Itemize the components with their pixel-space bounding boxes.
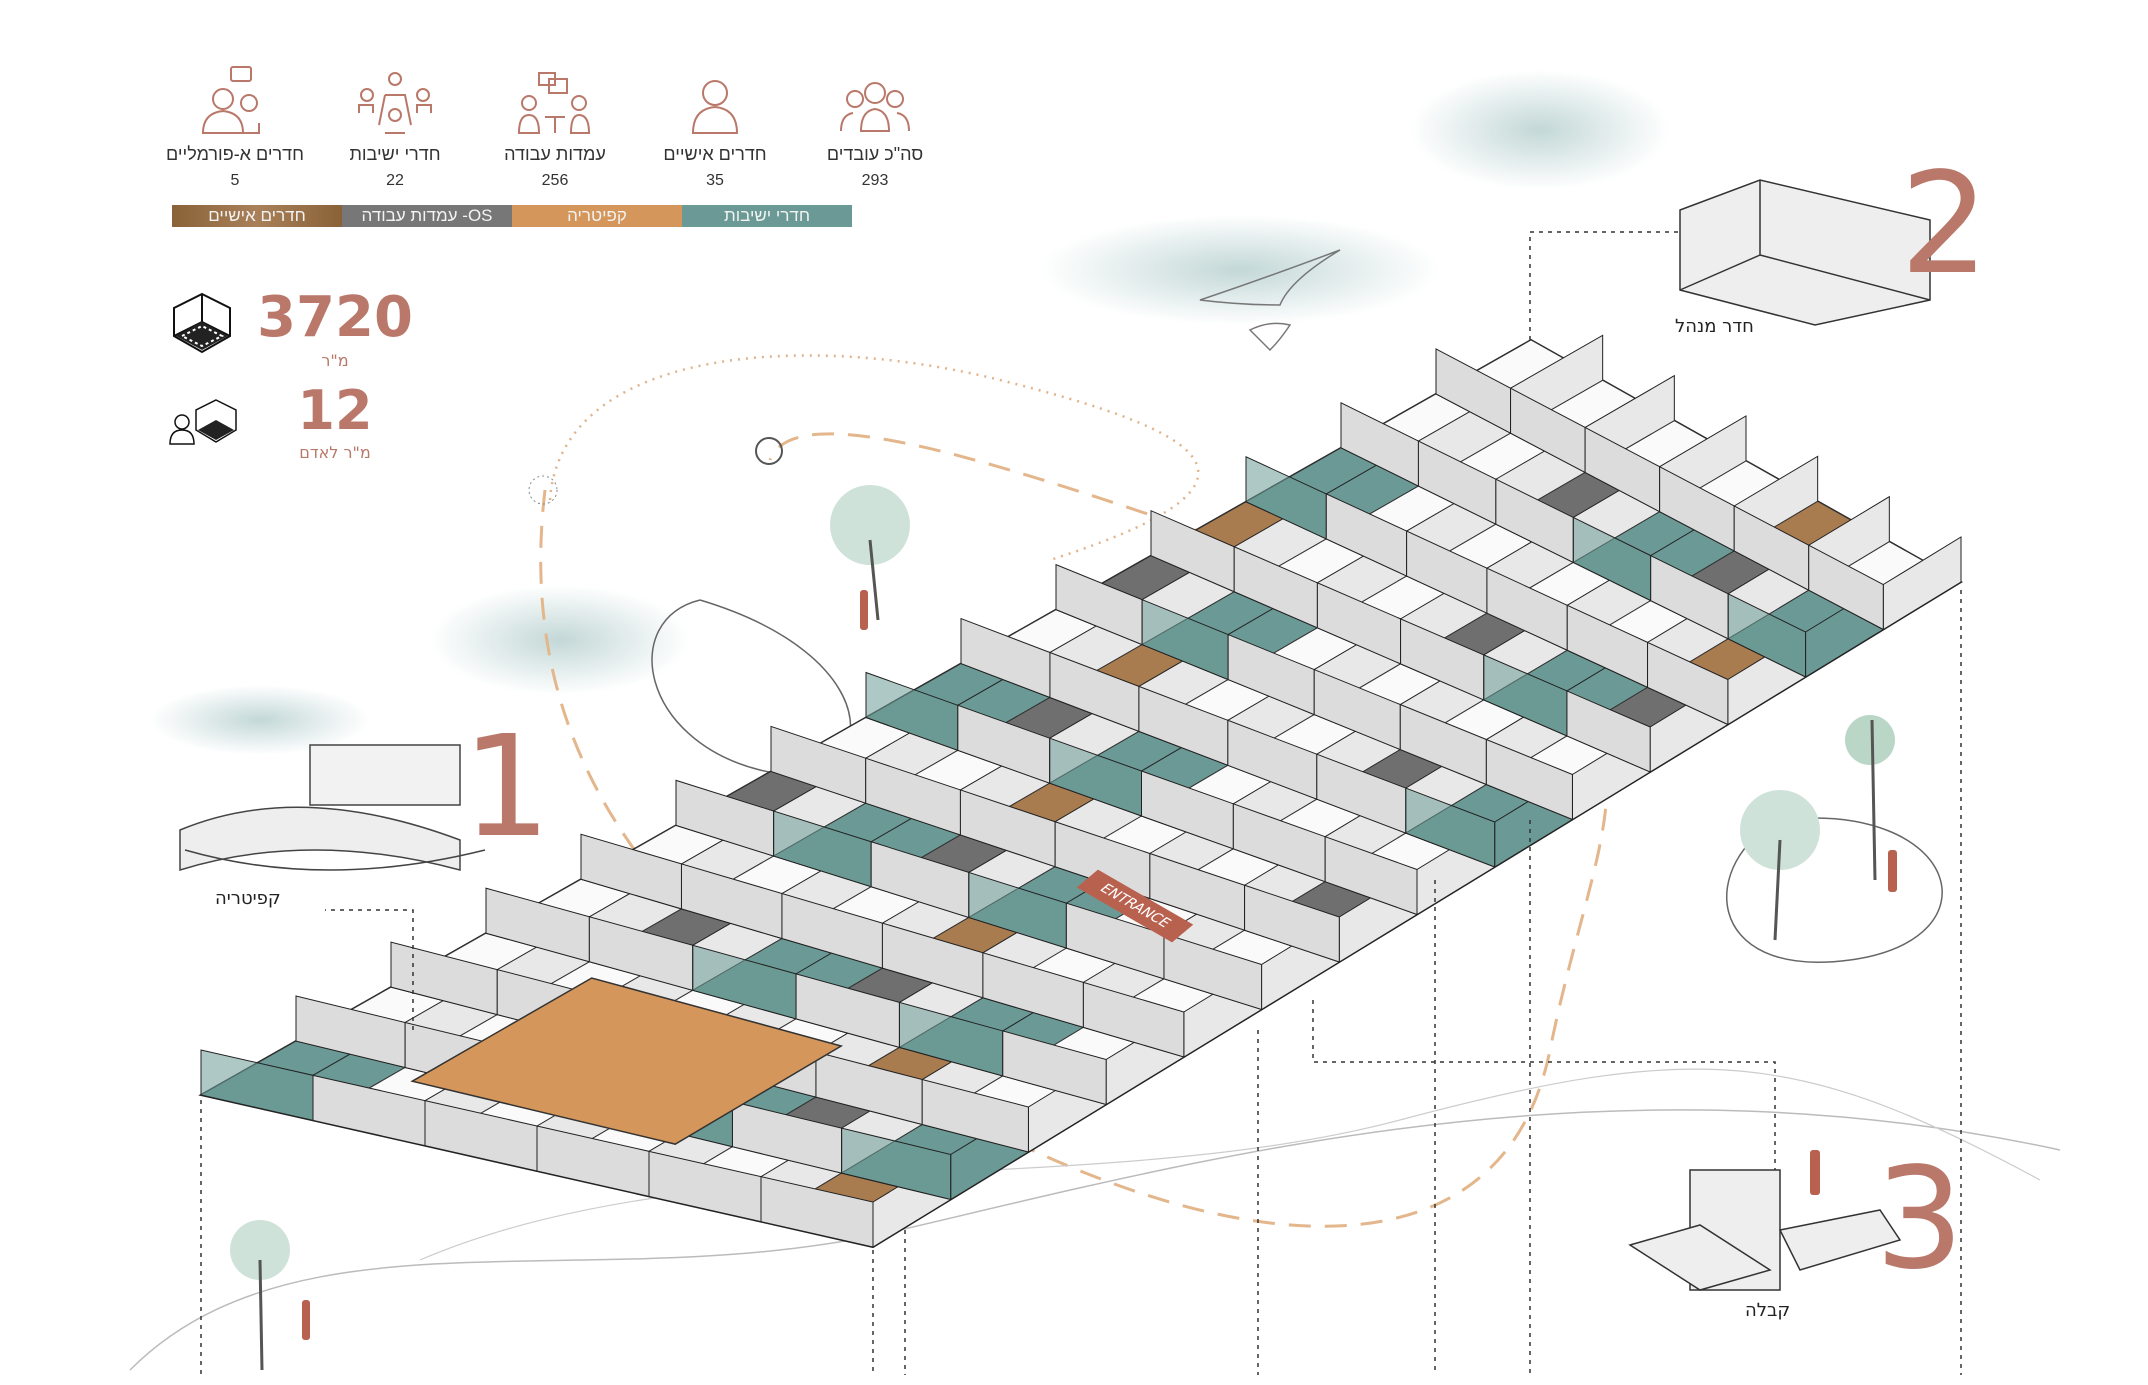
inset-number-reception: 3 bbox=[1875, 1138, 1965, 1301]
clouds bbox=[150, 70, 1670, 755]
group-icon bbox=[800, 55, 950, 135]
stat-value: 22 bbox=[386, 172, 404, 189]
legend-meeting-rooms: חדרי ישיבות bbox=[682, 205, 852, 227]
inset-cafeteria bbox=[179, 744, 486, 872]
inset-number-manager: 2 bbox=[1900, 143, 1990, 306]
per-person-unit: מ"ר לאדם bbox=[299, 443, 371, 462]
trees bbox=[230, 485, 1895, 1371]
leader-lines bbox=[200, 231, 1962, 1375]
chat-group-icon bbox=[160, 55, 310, 135]
inset-reception bbox=[1628, 1169, 1902, 1291]
building bbox=[198, 334, 1963, 1249]
stat-label: חדרים אישיים bbox=[663, 144, 767, 164]
private-room-wall bbox=[760, 1176, 874, 1248]
area-unit: מ"ר bbox=[321, 351, 349, 370]
stat-informal-rooms: חדרים א-פורמליים 5 bbox=[160, 55, 310, 191]
floor-area-icon bbox=[173, 292, 231, 354]
discussion-icon bbox=[480, 55, 630, 135]
stat-value: 293 bbox=[861, 172, 889, 189]
open-space-area-wall bbox=[1566, 690, 1651, 773]
meeting-room-wall bbox=[841, 1127, 952, 1201]
per-person-value: 12 bbox=[297, 379, 373, 442]
meeting-table-icon bbox=[320, 55, 470, 135]
people bbox=[302, 590, 1897, 1340]
stat-workstations: עמדות עבודה 256 bbox=[480, 55, 630, 191]
open-room-wall bbox=[1485, 738, 1573, 821]
stat-label: סה"כ עובדים bbox=[826, 144, 924, 164]
stat-private-rooms: חדרים אישיים 35 bbox=[640, 55, 790, 191]
open-space-area-wall bbox=[1244, 884, 1340, 963]
bird-icon bbox=[1199, 249, 1341, 352]
area-value: 3720 bbox=[257, 285, 413, 350]
stat-value: 256 bbox=[541, 172, 569, 189]
inset-label-cafeteria: קפיטריה bbox=[215, 888, 281, 909]
private-room-wall bbox=[1647, 641, 1729, 726]
legend-private-rooms: חדרים אישיים bbox=[172, 205, 342, 227]
inset-label-manager: חדר מנהל bbox=[1675, 316, 1754, 337]
color-legend: חדרי ישיבות קפיטריה OS- עמדות עבודה חדרי… bbox=[172, 205, 852, 227]
stat-value: 5 bbox=[230, 172, 240, 189]
stat-label: חדרי ישיבות bbox=[349, 144, 441, 164]
legend-cafeteria: קפיטריה bbox=[512, 205, 682, 227]
person-icon bbox=[640, 55, 790, 135]
meeting-room-wall bbox=[1405, 787, 1496, 868]
stat-label: עמדות עבודה bbox=[504, 144, 606, 164]
open-room-wall bbox=[1002, 1030, 1107, 1106]
open-room-wall bbox=[1163, 933, 1263, 1011]
open-room-wall bbox=[921, 1078, 1029, 1153]
inset-label-reception: קבלה bbox=[1745, 1300, 1791, 1321]
inset-number-cafeteria: 1 bbox=[462, 706, 552, 869]
stat-label: חדרים א-פורמליים bbox=[166, 144, 304, 164]
inset-manager-room bbox=[1679, 179, 1931, 326]
stat-total-employees: סה"כ עובדים 293 bbox=[800, 55, 950, 191]
area-per-person-icon bbox=[169, 399, 237, 445]
open-room-wall bbox=[1808, 544, 1884, 631]
meeting-room-wall bbox=[1727, 593, 1807, 678]
stat-value: 35 bbox=[706, 172, 724, 189]
legend-open-space: OS- עמדות עבודה bbox=[342, 205, 512, 227]
stat-meeting-rooms: חדרי ישיבות 22 bbox=[320, 55, 470, 191]
cafeteria-floor bbox=[410, 977, 844, 1145]
open-room-wall bbox=[1324, 835, 1418, 916]
open-room-wall bbox=[1082, 981, 1185, 1058]
